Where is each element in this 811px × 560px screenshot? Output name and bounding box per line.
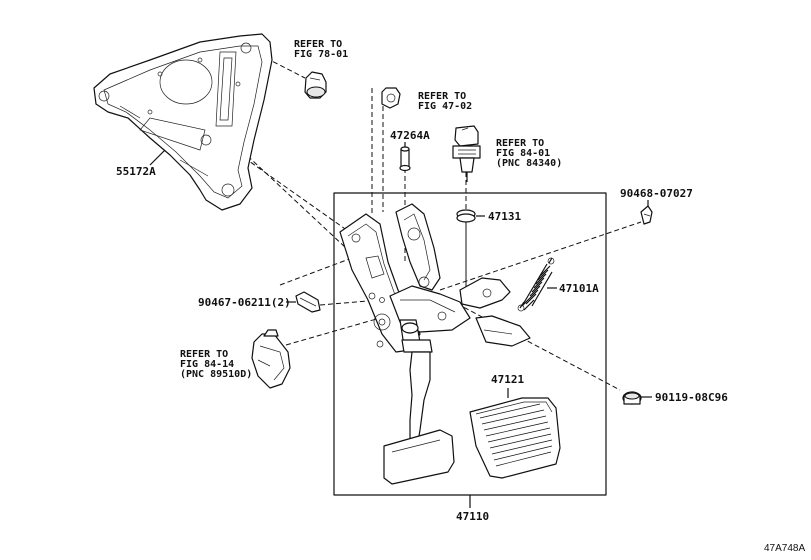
part-47101a: 47101A <box>559 282 599 295</box>
part-47131: 47131 <box>488 210 522 223</box>
part-90467-06211: 90467-06211(2) <box>198 296 291 309</box>
bolt-90119 <box>622 391 642 405</box>
spring-47101a <box>517 257 555 312</box>
ref-line: REFER TO <box>496 138 545 149</box>
cushion-47131 <box>456 209 476 223</box>
ref-fig-84-01: REFER TO FIG 84-01 (PNC 84340) <box>496 139 562 169</box>
clip-90467 <box>295 291 321 313</box>
pedal-pad-47121 <box>469 397 561 479</box>
part-90119-08c96: 90119-08C96 <box>655 391 728 404</box>
ref-line: (PNC 89510D) <box>180 369 253 380</box>
ref-line: FIG 78-01 <box>294 49 349 60</box>
part-47110: 47110 <box>456 510 490 523</box>
stop-lamp-switch <box>452 125 481 182</box>
nut-ref-47 <box>381 87 401 109</box>
ref-line: REFER TO <box>418 91 467 102</box>
bracket-plate-55172a <box>93 33 273 211</box>
ref-fig-84-14: REFER TO FIG 84-14 (PNC 89510D) <box>180 350 252 380</box>
ref-line: (PNC 84340) <box>496 158 563 169</box>
clutch-switch-connector <box>251 329 291 389</box>
ref-fig-47-02: REFER TO FIG 47-02 <box>418 92 472 112</box>
part-47264a: 47264A <box>390 129 430 142</box>
part-47121: 47121 <box>491 373 525 386</box>
pedal-arm-left <box>383 351 455 485</box>
ref-fig-78-01: REFER TO FIG 78-01 <box>294 40 348 60</box>
ref-line: FIG 47-02 <box>418 101 473 112</box>
pedal-bracket-assembly <box>339 203 531 353</box>
ref-line: FIG 84-14 <box>180 359 235 370</box>
part-55172a: 55172A <box>116 165 156 178</box>
nut-ref-78 <box>304 71 327 99</box>
part-90468-07027: 90468-07027 <box>620 187 693 200</box>
ref-line: REFER TO <box>180 349 229 360</box>
ref-line: FIG 84-01 <box>496 148 551 159</box>
ref-line: REFER TO <box>294 39 343 50</box>
clip-90468 <box>640 205 653 225</box>
diagram-id: 47A748A <box>764 543 806 554</box>
leader-55172a <box>149 149 166 166</box>
pin-47264a <box>399 146 411 172</box>
